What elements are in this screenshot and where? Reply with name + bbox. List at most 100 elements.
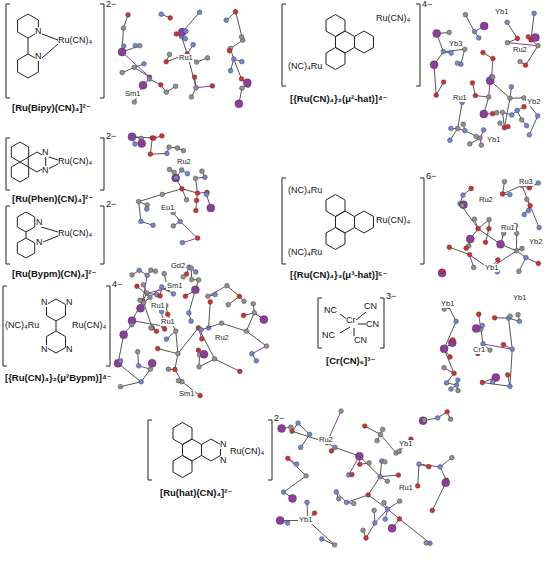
atom xyxy=(219,321,224,326)
atom xyxy=(126,12,131,17)
atom xyxy=(480,22,488,30)
atom xyxy=(438,465,443,470)
atom xyxy=(151,136,156,141)
structure-text: NC xyxy=(324,306,337,315)
atom xyxy=(137,43,142,48)
atom xyxy=(455,61,460,66)
bond xyxy=(178,328,198,354)
bond xyxy=(465,15,474,32)
atom xyxy=(372,521,377,526)
bond xyxy=(28,38,29,54)
atom xyxy=(132,100,137,105)
atom-label: Ru2 xyxy=(478,196,494,204)
atom xyxy=(304,473,309,478)
atom xyxy=(153,269,158,274)
atom xyxy=(472,325,480,333)
atom xyxy=(189,95,194,100)
atom-label: Yb1 xyxy=(440,300,455,308)
bond xyxy=(434,65,436,95)
atom xyxy=(158,294,163,299)
atom xyxy=(212,357,217,362)
atom xyxy=(114,359,122,367)
atom xyxy=(198,393,203,398)
ring xyxy=(202,439,221,461)
atom xyxy=(175,351,180,356)
charge-label: 6− xyxy=(426,172,436,181)
atom xyxy=(171,223,176,228)
atom xyxy=(388,524,396,532)
atom xyxy=(526,34,531,39)
atom-label: Ru2 xyxy=(512,46,528,54)
bond xyxy=(381,434,397,453)
atom xyxy=(231,57,236,62)
charge-label: 2− xyxy=(106,132,116,141)
atom xyxy=(397,517,402,522)
atom xyxy=(501,342,506,347)
ring xyxy=(173,456,192,478)
atom xyxy=(186,311,191,316)
bond xyxy=(347,495,369,502)
atom xyxy=(237,294,242,299)
atom xyxy=(378,432,383,437)
charge-label: 4− xyxy=(422,0,432,9)
atom xyxy=(120,70,125,75)
atom xyxy=(174,32,179,37)
atom-label: Yb1 xyxy=(398,440,413,448)
atom xyxy=(139,379,144,384)
atom xyxy=(514,248,519,253)
bond xyxy=(530,206,539,228)
atom xyxy=(155,346,160,351)
bond xyxy=(507,22,517,38)
bond xyxy=(368,495,387,509)
atom xyxy=(481,50,486,55)
ring xyxy=(326,195,345,217)
atom xyxy=(461,193,466,198)
atom xyxy=(480,110,488,118)
atom xyxy=(288,494,296,502)
structure-text: N xyxy=(220,440,227,449)
atom xyxy=(527,186,532,191)
bond xyxy=(308,521,335,545)
bond xyxy=(509,318,513,349)
ring xyxy=(326,15,345,37)
atom xyxy=(148,152,153,157)
atom xyxy=(460,203,465,208)
atom xyxy=(329,449,334,454)
atom xyxy=(136,304,144,312)
formula-label: [Cr(CN)₆]³⁻ xyxy=(326,356,375,366)
atom-label: Yb1 xyxy=(512,294,527,302)
bracket xyxy=(6,206,104,264)
formula-label: [Ru(hat)(CN)₄]²⁻ xyxy=(160,488,232,498)
atom xyxy=(180,186,185,191)
atom xyxy=(506,124,511,129)
atom xyxy=(171,292,176,297)
charge-label: 2− xyxy=(106,200,116,209)
atom xyxy=(139,81,147,89)
atom xyxy=(531,34,539,42)
structure-text: N xyxy=(42,148,49,157)
atom xyxy=(148,295,153,300)
structure-text: (NC)₄Ru xyxy=(288,186,322,195)
atom xyxy=(183,294,188,299)
atom xyxy=(162,327,167,332)
atom xyxy=(148,326,153,331)
atom xyxy=(141,282,146,287)
ring xyxy=(17,212,34,232)
structure-text: Ru(CN)₄ xyxy=(58,36,92,45)
atom-label: Sm1 xyxy=(178,390,195,398)
atom xyxy=(173,84,178,89)
structure-text: N xyxy=(36,238,43,247)
atom xyxy=(130,273,135,278)
atom xyxy=(205,294,210,299)
structure-text: N xyxy=(220,456,227,465)
bond xyxy=(246,313,254,331)
atom xyxy=(515,36,520,41)
atom-label: Cr1 xyxy=(472,346,486,354)
atom xyxy=(536,261,541,266)
atom xyxy=(136,363,141,368)
atom xyxy=(199,337,204,342)
atom xyxy=(200,350,208,358)
atom xyxy=(509,84,514,89)
atom xyxy=(181,274,186,279)
atom-label: Ru1 xyxy=(398,484,414,492)
